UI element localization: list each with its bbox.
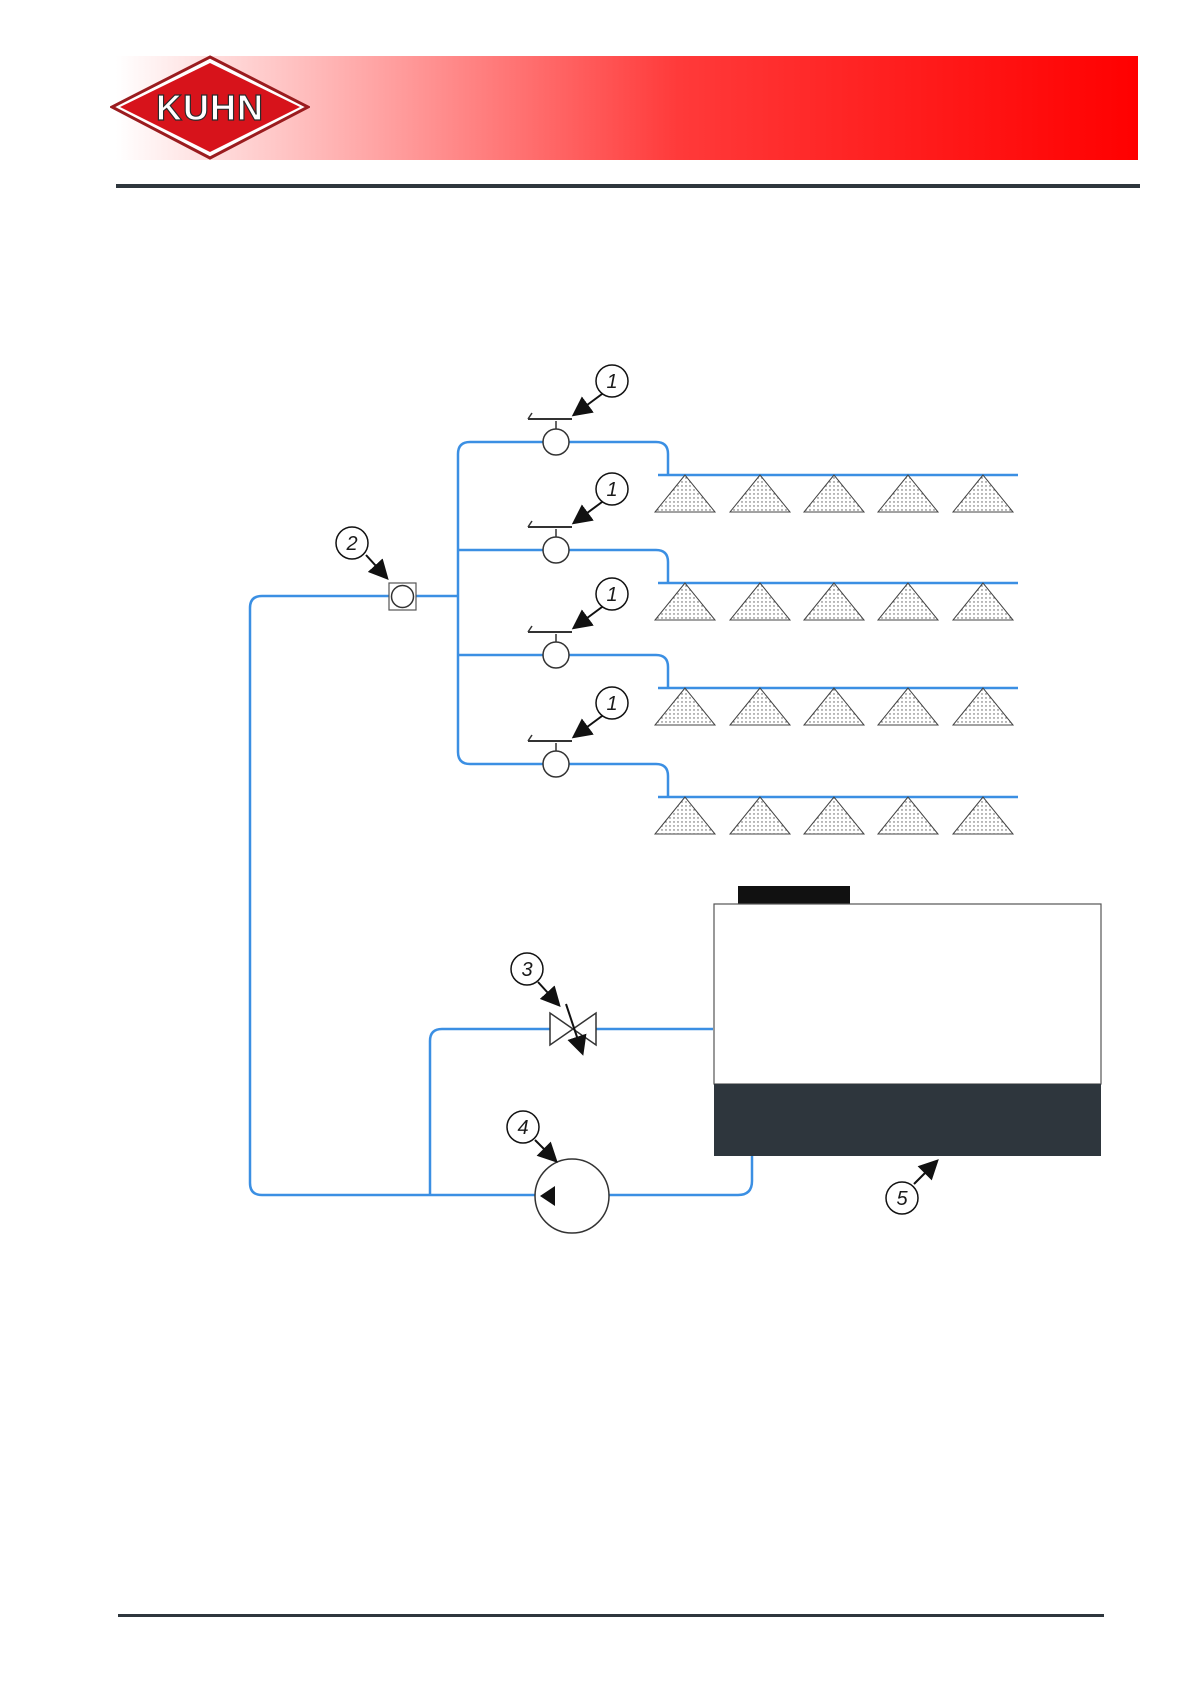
callout-label: 1 — [606, 371, 617, 393]
nozzle-spray-fan — [953, 583, 1013, 620]
tank — [714, 886, 1101, 1156]
section-valve-2 — [528, 521, 572, 563]
nozzle-spray-fan — [655, 583, 715, 620]
section-valve-3 — [528, 626, 572, 668]
section-valve-1 — [528, 413, 572, 455]
nozzle-spray-fan — [730, 475, 790, 512]
nozzle-spray-fan — [953, 475, 1013, 512]
callout-2-flow-meter: 2 — [336, 527, 386, 577]
regulating-valve — [550, 1004, 596, 1052]
callout-1-valve-2: 1 — [575, 473, 628, 522]
callout-label: 1 — [606, 693, 617, 715]
callout-1-valve-3: 1 — [575, 578, 628, 627]
callout-1-valve-1: 1 — [575, 365, 628, 414]
nozzle-spray-fan — [730, 583, 790, 620]
callout-label: 1 — [606, 584, 617, 606]
callout-3-regulating-valve: 3 — [511, 953, 558, 1004]
nozzle-spray-fan — [655, 688, 715, 725]
section-valve-4 — [528, 735, 572, 777]
nozzle-spray-fan — [804, 475, 864, 512]
callout-1-valve-4: 1 — [575, 687, 628, 736]
boom-nozzles — [655, 475, 1013, 834]
callout-4-pump: 4 — [507, 1111, 555, 1160]
nozzle-spray-fan — [878, 688, 938, 725]
nozzle-spray-fan — [804, 688, 864, 725]
callout-label: 4 — [517, 1117, 528, 1139]
callout-label: 3 — [521, 959, 532, 981]
nozzle-spray-fan — [878, 797, 938, 834]
nozzle-spray-fan — [878, 475, 938, 512]
nozzle-spray-fan — [878, 583, 938, 620]
nozzle-spray-fan — [655, 475, 715, 512]
callout-label: 2 — [345, 533, 357, 555]
flow-meter — [389, 583, 416, 610]
nozzle-spray-fan — [953, 797, 1013, 834]
callout-label: 5 — [896, 1188, 908, 1210]
nozzle-spray-fan — [804, 797, 864, 834]
pump — [535, 1159, 609, 1233]
callout-5-tank: 5 — [886, 1162, 936, 1214]
nozzle-spray-fan — [655, 797, 715, 834]
nozzle-spray-fan — [804, 583, 864, 620]
callout-label: 1 — [606, 479, 617, 501]
nozzle-spray-fan — [953, 688, 1013, 725]
footer-rule — [118, 1614, 1104, 1617]
nozzle-spray-fan — [730, 797, 790, 834]
nozzle-spray-fan — [730, 688, 790, 725]
